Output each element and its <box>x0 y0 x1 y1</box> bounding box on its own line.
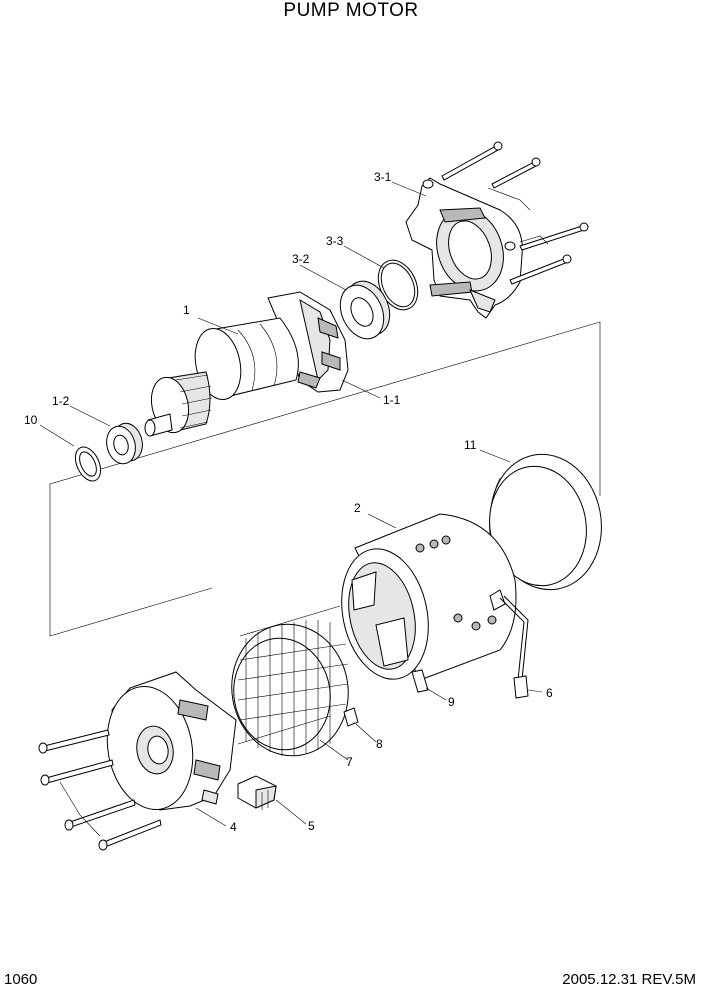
callout-10: 10 <box>24 413 38 427</box>
part-5-brush-set <box>237 775 277 810</box>
front-bracket-bolts <box>38 729 162 851</box>
callout-9: 9 <box>448 695 455 709</box>
bracket-bolts <box>441 141 589 285</box>
part-3-2-bearing <box>339 280 391 340</box>
part-4-front-bracket <box>38 671 237 851</box>
callout-3-2: 3-2 <box>292 252 310 266</box>
part-7-brush-cage <box>231 605 359 757</box>
callout-6: 6 <box>546 686 553 700</box>
callout-7: 7 <box>346 755 353 769</box>
callout-3-3: 3-3 <box>326 234 344 248</box>
callout-4: 4 <box>230 820 237 834</box>
leader-lines <box>39 181 543 827</box>
assembly-frame-line <box>49 321 601 637</box>
callout-labels: 1 1-1 1-2 10 2 3-1 3-2 3-3 4 5 6 7 8 9 1… <box>24 170 553 834</box>
part-3-1-end-bracket <box>405 141 589 319</box>
page-number: 1060 <box>4 971 38 988</box>
callout-1-1: 1-1 <box>383 393 401 407</box>
part-2-yoke-housing <box>341 513 529 699</box>
part-11-band-cover <box>489 453 602 591</box>
revision-date: 2005.12.31 REV.5M <box>562 971 696 988</box>
callout-5: 5 <box>308 819 315 833</box>
part-10-washer <box>74 446 102 482</box>
callout-3-1: 3-1 <box>374 170 392 184</box>
part-1-armature <box>144 291 349 437</box>
page-title: PUMP MOTOR <box>283 0 419 21</box>
callout-1-2: 1-2 <box>52 394 70 408</box>
callout-8: 8 <box>376 737 383 751</box>
callout-1: 1 <box>183 303 190 317</box>
part-1-2-bearing <box>106 422 143 465</box>
callout-11: 11 <box>464 438 477 452</box>
callout-2: 2 <box>354 501 361 515</box>
